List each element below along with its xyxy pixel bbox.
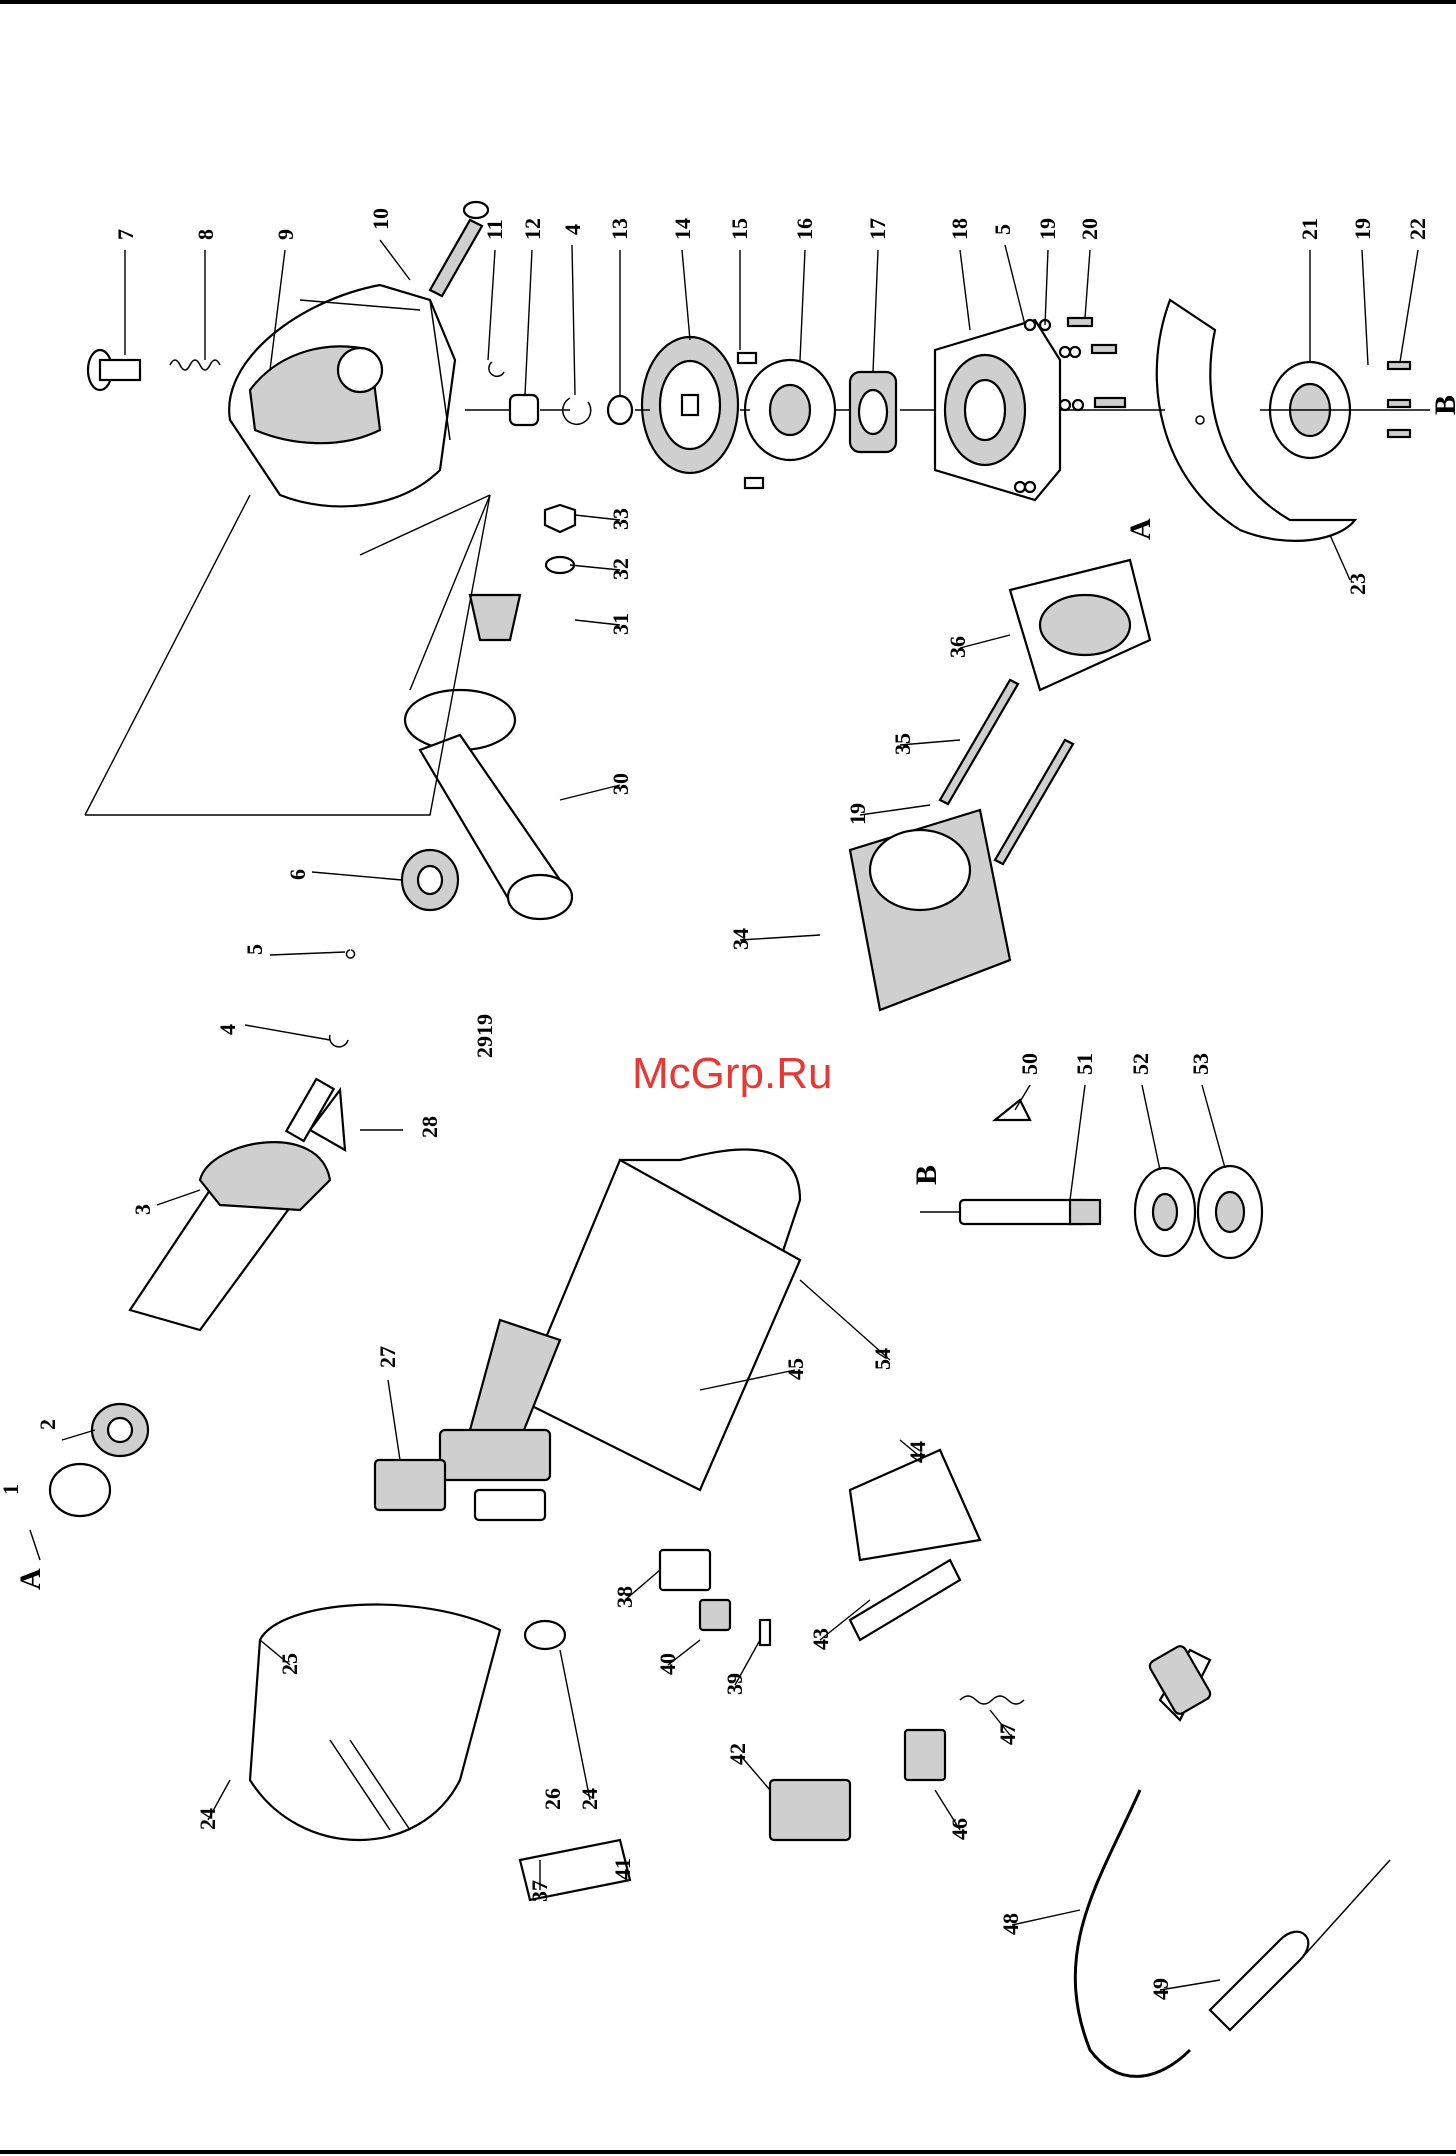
retaining-clip xyxy=(489,362,504,376)
part-label-24a: 24 xyxy=(195,1808,220,1830)
part-label-13: 13 xyxy=(607,218,632,240)
power-cable xyxy=(1075,1644,1212,2076)
section-b-top: B xyxy=(1429,395,1456,415)
part-label-19c: 19 xyxy=(1350,218,1375,240)
part-label-21: 21 xyxy=(1297,218,1322,240)
part-label-11: 11 xyxy=(482,219,507,240)
rear-cover xyxy=(250,1605,500,1840)
gear-housing xyxy=(229,285,455,506)
circlip xyxy=(563,398,591,424)
brush-cap-plate xyxy=(525,1621,565,1649)
part-label-2919: 2919 xyxy=(472,1014,497,1058)
part-label-6: 6 xyxy=(285,869,310,880)
brush-components xyxy=(660,1550,770,1645)
part-label-44: 44 xyxy=(905,1441,930,1463)
part-label-4a: 4 xyxy=(560,224,585,235)
part-label-47: 47 xyxy=(995,1723,1020,1745)
part-label-52: 52 xyxy=(1128,1053,1153,1075)
cable-sleeve xyxy=(1210,1860,1390,2030)
baffle-ring xyxy=(1010,560,1150,690)
part-label-26: 26 xyxy=(540,1788,565,1810)
part-label-20: 20 xyxy=(1077,218,1102,240)
part-label-22: 22 xyxy=(1405,218,1430,240)
part-label-30: 30 xyxy=(608,773,633,795)
part-label-17: 17 xyxy=(865,218,890,240)
part-label-10: 10 xyxy=(368,208,393,230)
part-label-50: 50 xyxy=(1017,1053,1042,1075)
part-label-18: 18 xyxy=(947,218,972,240)
section-a-right: A xyxy=(1124,518,1157,540)
watermark-text: McGrp.Ru xyxy=(632,1049,832,1098)
rear-bearing-sleeve xyxy=(50,1404,148,1516)
part-label-16: 16 xyxy=(792,218,817,240)
switch xyxy=(770,1780,850,1840)
part-label-53: 53 xyxy=(1188,1053,1213,1075)
part-label-2: 2 xyxy=(35,1419,60,1430)
part-label-45: 45 xyxy=(783,1358,808,1380)
spindle-bearing xyxy=(850,372,896,452)
part-label-3: 3 xyxy=(130,1204,155,1215)
part-label-41: 41 xyxy=(610,1858,635,1880)
spindle-sleeve xyxy=(510,395,538,425)
spindle xyxy=(920,1200,1100,1224)
section-b-mid: B xyxy=(910,1165,943,1185)
part-label-27: 27 xyxy=(375,1346,400,1368)
part-label-39: 39 xyxy=(722,1673,747,1695)
part-label-28: 28 xyxy=(417,1116,442,1138)
part-label-4b: 4 xyxy=(215,1024,240,1035)
stator-field xyxy=(850,810,1010,1010)
key xyxy=(995,1100,1030,1120)
part-label-7: 7 xyxy=(113,229,138,240)
guard-screws xyxy=(1388,362,1410,437)
part-label-38: 38 xyxy=(612,1586,637,1608)
part-label-40: 40 xyxy=(655,1653,680,1675)
part-label-14: 14 xyxy=(670,218,695,240)
part-label-15: 15 xyxy=(727,218,752,240)
lock-spring xyxy=(170,360,220,370)
part-label-5a: 5 xyxy=(990,224,1015,235)
part-label-51: 51 xyxy=(1072,1053,1097,1075)
spindle-lock-button xyxy=(88,350,140,390)
front-bearing xyxy=(402,850,458,910)
part-label-54: 54 xyxy=(870,1348,895,1370)
section-a-left: A xyxy=(14,1568,47,1590)
capacitor xyxy=(375,1460,445,1510)
part-label-19a: 19 xyxy=(1035,218,1060,240)
inner-flange xyxy=(1135,1168,1195,1256)
handle-pinion xyxy=(470,505,575,640)
gear-cover-flange xyxy=(935,320,1060,500)
armature xyxy=(130,1079,345,1330)
bearing-retainer-plate xyxy=(738,353,835,488)
part-label-1: 1 xyxy=(0,1484,23,1495)
top-border-bar xyxy=(0,0,1456,4)
housing-screw xyxy=(430,202,488,296)
washer xyxy=(608,396,632,424)
bottom-border-bar xyxy=(0,2150,1456,2154)
part-label-8: 8 xyxy=(193,229,218,240)
part-label-9: 9 xyxy=(273,229,298,240)
part-label-12: 12 xyxy=(520,218,545,240)
part-label-5b: 5 xyxy=(242,944,267,955)
brush-holders xyxy=(440,1430,550,1520)
switch-lever xyxy=(850,1450,980,1640)
armature-clips xyxy=(330,950,355,1047)
outer-flange-nut xyxy=(1198,1166,1262,1258)
bevel-gear xyxy=(642,337,738,473)
